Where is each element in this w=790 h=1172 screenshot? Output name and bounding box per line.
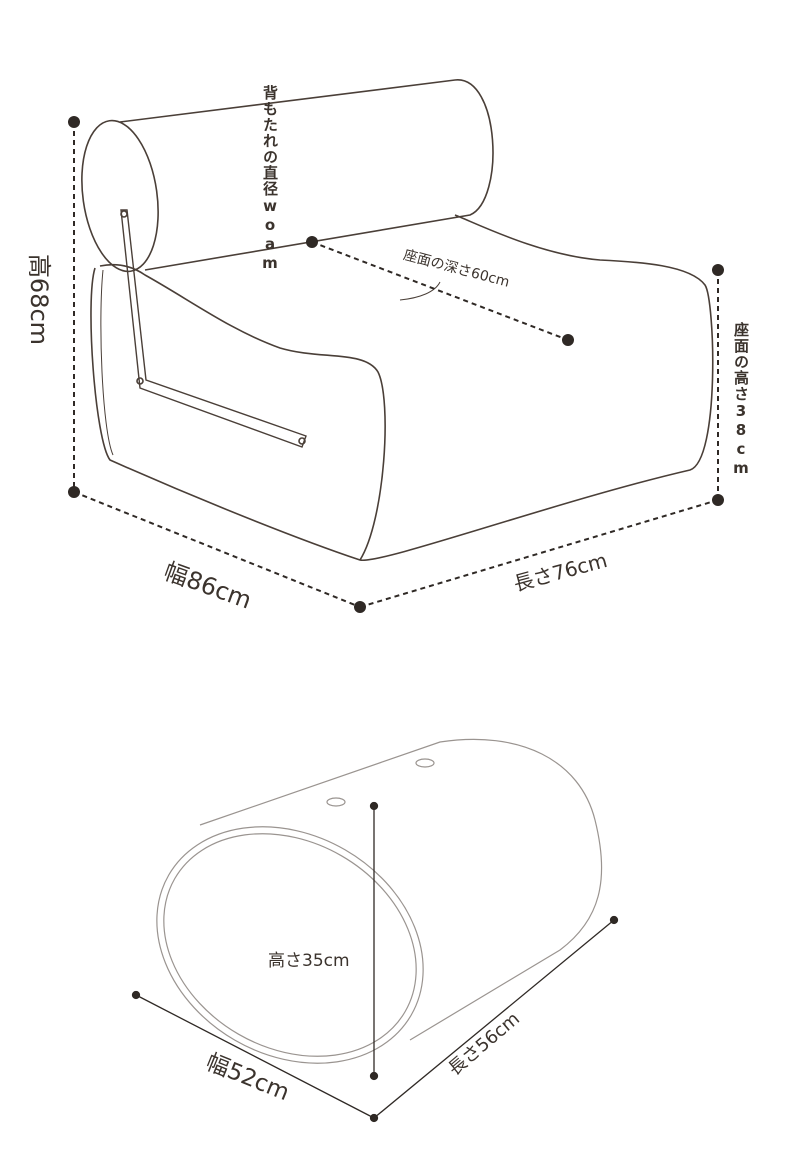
sofa-body xyxy=(90,214,714,562)
ottoman-height-label: 高さ35cm xyxy=(268,951,350,971)
backrest-diameter-label: 背もたれの直径woam xyxy=(261,85,279,273)
sofa-height-label: 高68cm xyxy=(25,253,54,346)
ottoman-outline xyxy=(156,738,603,1064)
ottoman-front xyxy=(156,826,424,1064)
backrest-end xyxy=(81,119,159,273)
strap-rivet xyxy=(136,377,144,385)
seat-height-label: 座面の高さ38cm xyxy=(732,322,750,478)
ottoman-dimension-lines xyxy=(131,801,619,1123)
sofa-dimension-lines xyxy=(73,122,719,608)
strap-rivet xyxy=(298,437,306,445)
backrest-body xyxy=(119,79,494,271)
strap xyxy=(120,209,307,448)
ottoman-body xyxy=(199,738,603,1041)
armrest xyxy=(99,263,386,561)
ottoman-hole xyxy=(326,797,346,807)
sofa-dimension-dots xyxy=(68,116,724,613)
ottoman-hole xyxy=(415,758,435,768)
strap-rivet xyxy=(120,210,128,218)
sofa-outline xyxy=(81,79,714,562)
